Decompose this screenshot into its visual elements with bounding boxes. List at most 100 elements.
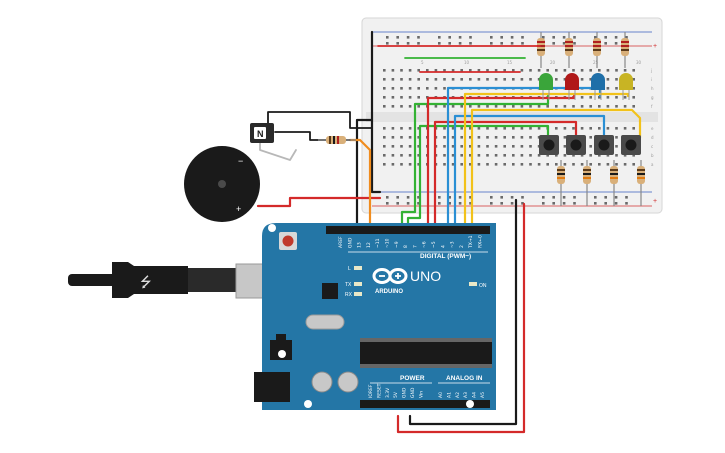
breadboard-hole [606, 154, 610, 157]
breadboard-hole [542, 196, 545, 199]
breadboard-hole [529, 69, 532, 72]
breadboard-hole [443, 87, 446, 90]
resistor-button-2[interactable] [583, 160, 591, 206]
breadboard-hole [503, 78, 506, 81]
col-number-20: 20 [550, 60, 556, 65]
digital-pin-label: ~5 [431, 241, 437, 248]
breadboard-hole [417, 105, 420, 108]
led-blue[interactable] [591, 73, 605, 100]
breadboard-hole [520, 105, 524, 108]
wire-blue-button[interactable] [453, 114, 606, 230]
wire-red-buzzer-plus[interactable] [256, 196, 382, 208]
wire-red-button[interactable] [433, 120, 578, 230]
buzzer[interactable]: − + [184, 146, 260, 222]
breadboard-hole [400, 105, 403, 108]
breadboard-hole [406, 42, 410, 45]
transistor[interactable]: N [250, 123, 274, 143]
breadboard-hole [604, 202, 607, 205]
breadboard-hole [606, 127, 610, 130]
push-button-3[interactable] [594, 135, 614, 155]
resistor-button-3[interactable] [610, 160, 618, 206]
breadboard-hole [598, 105, 601, 108]
led-red[interactable] [565, 73, 579, 100]
breadboard-hole [580, 127, 584, 130]
regulator-tab [276, 334, 286, 340]
wire-red-5v[interactable] [396, 202, 526, 434]
resistor-button-1[interactable] [557, 160, 565, 206]
breadboard-hole [434, 69, 438, 72]
breadboard-hole [512, 163, 515, 166]
wire-transistor-emitter[interactable] [267, 111, 373, 129]
push-button-2[interactable] [566, 135, 586, 155]
breadboard-hole [417, 136, 420, 139]
breadboard-hole [494, 154, 498, 157]
wire-red-led[interactable] [426, 94, 576, 230]
push-buttons [539, 135, 641, 155]
resistor-led-3[interactable] [593, 32, 601, 68]
wire-blue-led[interactable] [446, 86, 602, 230]
breadboard-hole [563, 136, 567, 139]
push-button-4[interactable] [621, 135, 641, 155]
breadboard-hole [477, 163, 481, 166]
breadboard-hole [391, 154, 395, 157]
digital-pin-label: ~3 [450, 241, 456, 248]
power-pin-label: 5V [393, 391, 399, 398]
digital-pin-label: AREF [338, 236, 344, 248]
resistor-led-2[interactable] [565, 32, 573, 68]
breadboard-hole [500, 42, 503, 45]
digital-header [326, 226, 490, 234]
breadboard-hole [434, 87, 438, 90]
resistor-button-4[interactable] [637, 160, 645, 206]
row-letter-f: f [651, 104, 653, 109]
breadboard-hole [615, 163, 618, 166]
power-pin-label: GND [410, 387, 416, 398]
button-resistors [557, 160, 645, 206]
breadboard-hole [520, 154, 524, 157]
wire-black-rail-link[interactable] [370, 30, 382, 194]
wire-yellow-led[interactable] [463, 92, 630, 230]
breadboard-hole [460, 69, 463, 72]
dc-power-jack[interactable] [254, 372, 290, 402]
breadboard-hole [520, 127, 524, 130]
breadboard-hole [383, 69, 386, 72]
wire-black-gnd[interactable] [355, 118, 374, 230]
breadboard-hole [589, 145, 592, 148]
push-button-1[interactable] [539, 135, 559, 155]
breadboard-hole [529, 78, 532, 81]
breadboard-hole [460, 154, 463, 157]
breadboard-hole [623, 163, 627, 166]
breadboard-hole [594, 36, 597, 39]
breadboard-hole [469, 69, 472, 72]
breadboard-hole [443, 163, 446, 166]
wire-yellow-button[interactable] [470, 108, 642, 230]
led-green[interactable] [539, 73, 553, 100]
digital-label: DIGITAL (PWM~) [420, 253, 471, 260]
wire-black-board-gnd[interactable] [408, 198, 518, 426]
breadboard-hole [529, 154, 532, 157]
breadboard-hole [632, 163, 635, 166]
wire-buzzer-minus[interactable] [259, 139, 297, 161]
breadboard-hole [451, 69, 455, 72]
breadboard-hole [546, 163, 549, 166]
breadboard-hole [520, 78, 524, 81]
breadboard-hole [448, 196, 451, 199]
resistor-led-4[interactable] [621, 32, 629, 68]
breadboard-hole [408, 145, 412, 148]
breadboard-hole [434, 78, 438, 81]
breadboard-hole [451, 163, 455, 166]
breadboard-hole [417, 78, 420, 81]
transistor-resistor[interactable] [318, 136, 356, 144]
breadboard-hole [391, 78, 395, 81]
resistor-led-1[interactable] [537, 32, 545, 68]
reset-button[interactable] [282, 235, 294, 247]
breadboard-hole [386, 202, 389, 205]
breadboard-hole [529, 163, 532, 166]
breadboard-hole [623, 96, 627, 99]
wire-green-button[interactable] [406, 124, 550, 230]
wire-green-led[interactable] [400, 94, 550, 230]
led-yellow[interactable] [619, 73, 633, 100]
breadboard-hole [400, 127, 403, 130]
breadboard-hole [451, 105, 455, 108]
breadboard-hole [494, 69, 498, 72]
breadboard-hole [580, 163, 584, 166]
